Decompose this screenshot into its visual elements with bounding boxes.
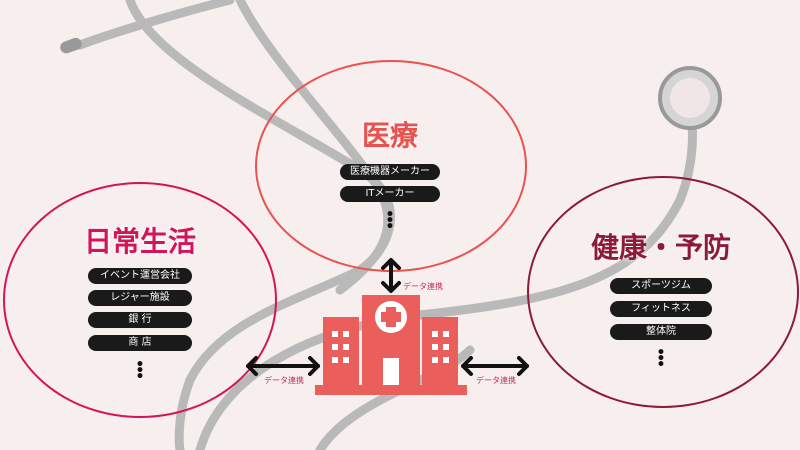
list-item: 医療機器メーカー [340,164,440,180]
daily-life-title: 日常生活 [83,225,197,258]
list-item: フィットネス [610,301,712,317]
list-item: 銀 行 [88,312,192,328]
medical-title: 医療 [361,119,419,152]
data-link-label-top: データ連携 [403,282,443,291]
more-dots: ••• [656,345,666,373]
data-link-label-right: データ連携 [476,376,516,385]
list-item: レジャー施設 [88,290,192,306]
right-arrow-icon [461,356,529,376]
vertical-arrow-icon [381,258,401,293]
health-circle [527,176,799,408]
hospital-icon [315,295,467,395]
left-arrow-icon [246,356,320,376]
daily-life-circle [3,182,277,418]
more-dots: ••• [135,357,145,385]
list-item: イベント運営会社 [88,268,192,284]
list-item: ITメーカー [340,186,440,202]
more-dots: ••• [385,207,395,235]
list-item: 整体院 [610,324,712,340]
data-link-label-left: データ連携 [264,376,304,385]
list-item: スポーツジム [610,278,712,294]
list-item: 商 店 [88,335,192,351]
health-title: 健康・予防 [590,231,732,264]
